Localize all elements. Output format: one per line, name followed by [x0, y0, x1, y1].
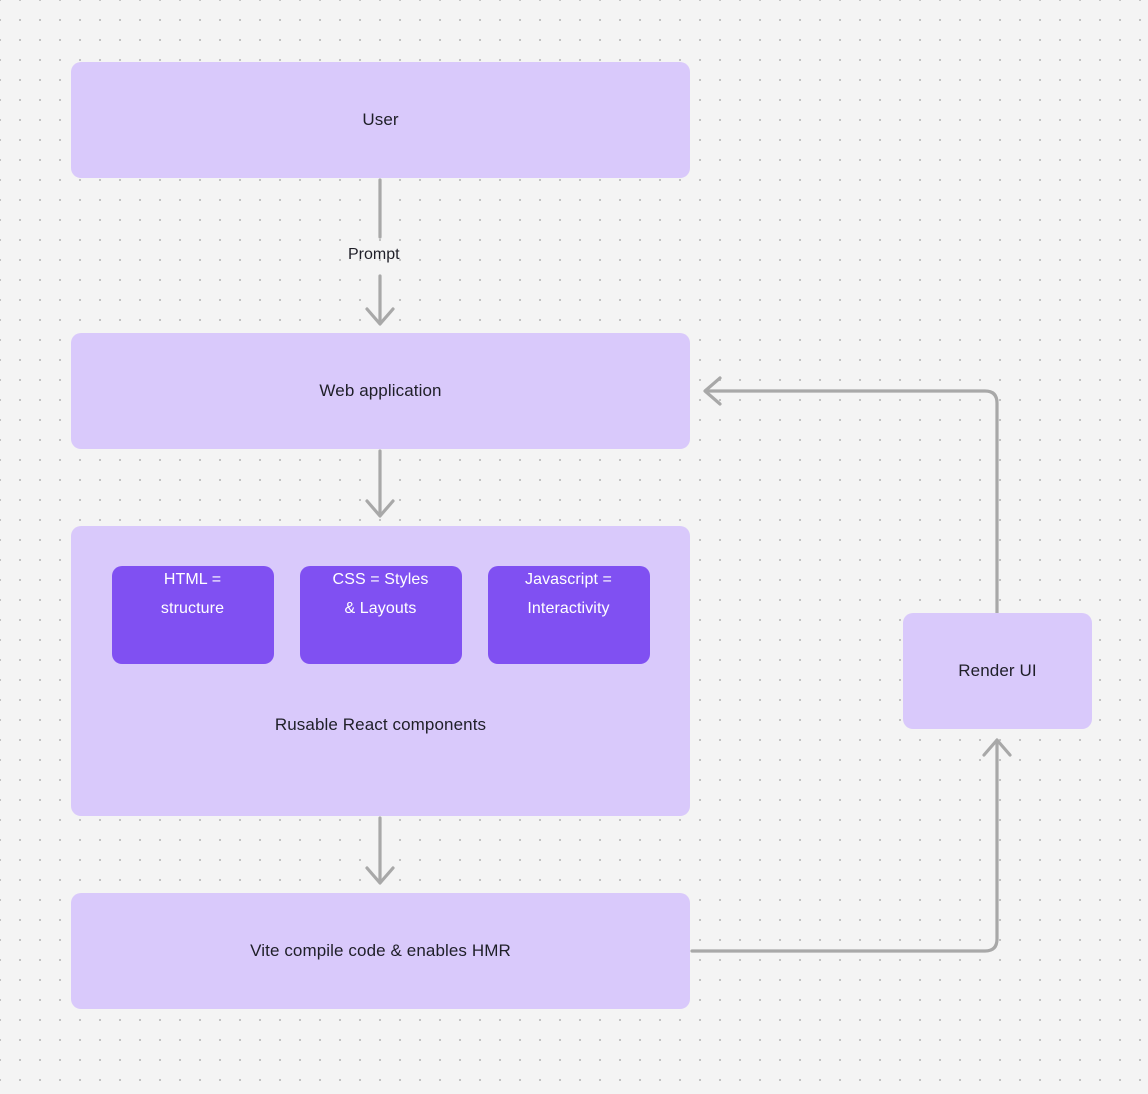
node-css-line2: & Layouts — [344, 599, 417, 617]
edge-vite-to-render — [690, 738, 1012, 953]
node-javascript-line1: Javascript = — [524, 571, 612, 588]
edge-components-to-vite — [365, 816, 395, 885]
node-css[interactable]: CSS = Styles & Layouts — [299, 566, 462, 664]
node-user[interactable]: User — [71, 62, 690, 178]
node-user-label: User — [362, 109, 399, 129]
node-html-line1: HTML = — [163, 571, 222, 588]
node-javascript[interactable]: Javascript = Interactivity — [487, 566, 650, 664]
node-web-application[interactable]: Web application — [71, 333, 690, 449]
node-render-ui[interactable]: Render UI — [903, 613, 1092, 729]
node-vite[interactable]: Vite compile code & enables HMR — [71, 893, 690, 1009]
node-css-line1: CSS = Styles — [332, 571, 429, 588]
node-html-line2: structure — [160, 599, 225, 617]
inner-node-row: HTML = structure CSS = Styles & Layouts … — [71, 566, 690, 664]
edge-label-prompt: Prompt — [348, 246, 400, 263]
node-vite-label: Vite compile code & enables HMR — [250, 940, 511, 960]
edge-render-to-webapp — [703, 376, 999, 615]
node-javascript-line2: Interactivity — [527, 599, 610, 617]
node-render-ui-label: Render UI — [958, 660, 1037, 680]
node-web-application-label: Web application — [319, 380, 442, 400]
node-react-components[interactable]: HTML = structure CSS = Styles & Layouts … — [71, 526, 690, 816]
node-react-components-label: Rusable React components — [274, 715, 487, 734]
edge-webapp-to-components — [365, 449, 395, 518]
node-html[interactable]: HTML = structure — [111, 566, 274, 664]
